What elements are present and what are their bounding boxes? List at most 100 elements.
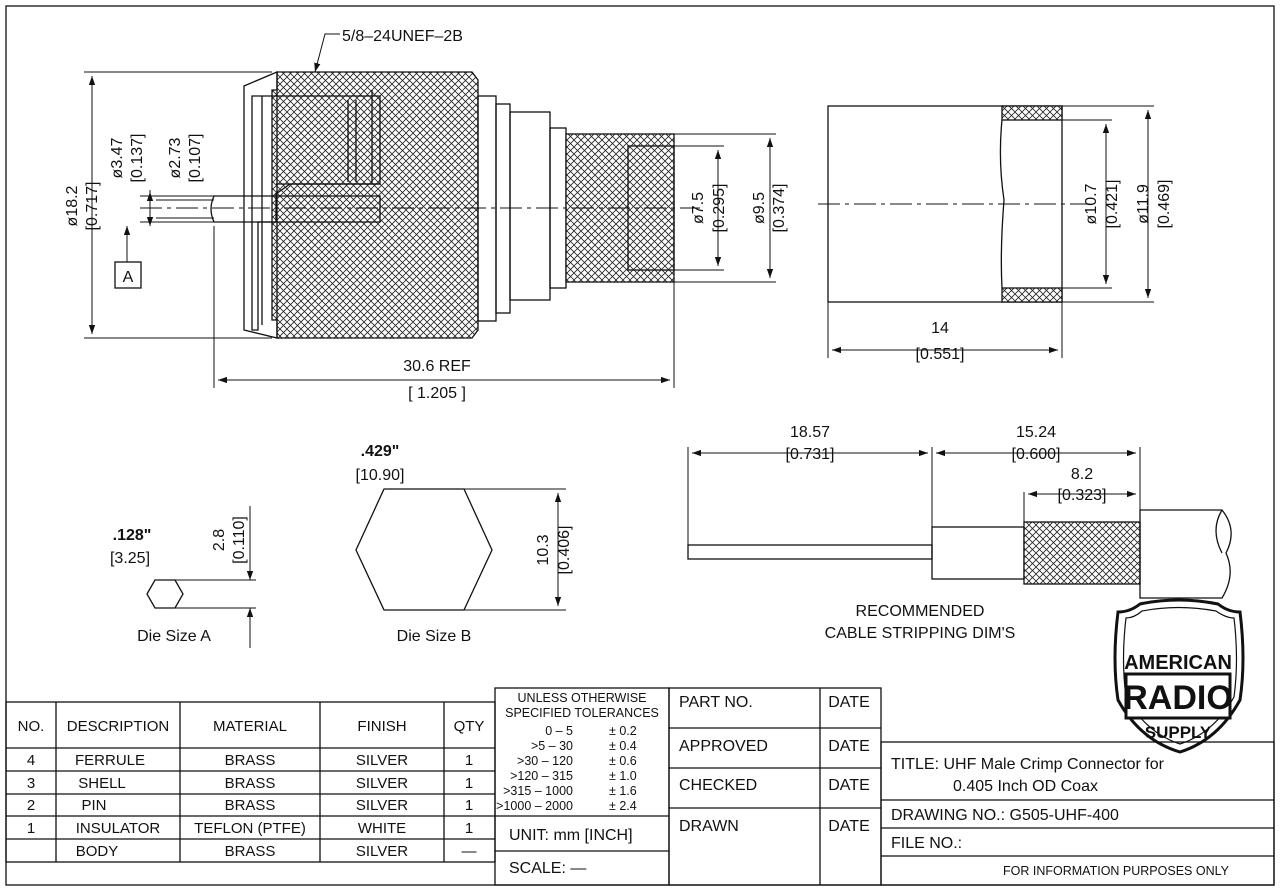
svg-text:Die Size B: Die Size B	[397, 628, 472, 645]
svg-text:[0.731]: [0.731]	[786, 446, 835, 463]
svg-text:BRASS: BRASS	[225, 775, 276, 792]
svg-text:SCALE: —: SCALE: —	[509, 860, 586, 877]
thread-callout-label: 5/8–24UNEF–2B	[342, 28, 463, 45]
svg-text:SILVER: SILVER	[356, 797, 408, 814]
svg-text:[0.295]: [0.295]	[711, 184, 728, 233]
svg-text:>120 – 315: >120 – 315	[510, 769, 573, 783]
svg-text:18.57: 18.57	[790, 424, 830, 441]
svg-text:SILVER: SILVER	[356, 775, 408, 792]
file-number: FILE NO.:	[891, 835, 962, 852]
svg-text:PIN: PIN	[81, 797, 106, 814]
thread-callout: 5/8–24UNEF–2B	[314, 28, 463, 73]
bom-header-no: NO.	[18, 718, 45, 735]
svg-text:SILVER: SILVER	[356, 752, 408, 769]
bom-header-qty: QTY	[454, 718, 485, 735]
ferrule-detail: ø10.7 [0.421] ø11.9 [0.469] 14 [0.551]	[818, 105, 1173, 363]
svg-text:15.24: 15.24	[1016, 424, 1056, 441]
svg-text:RECOMMENDED: RECOMMENDED	[856, 603, 985, 620]
svg-text:—: —	[462, 843, 477, 860]
title-block: TITLE: UHF Male Crimp Connector for 0.40…	[880, 741, 1275, 886]
datum-a: A	[114, 226, 142, 289]
svg-text:± 1.0: ± 1.0	[609, 769, 637, 783]
bom-header-description: DESCRIPTION	[67, 718, 170, 735]
svg-text:10.3: 10.3	[535, 534, 552, 565]
svg-text:INSULATOR: INSULATOR	[76, 820, 161, 837]
svg-text:2: 2	[27, 797, 35, 814]
svg-text:UNIT: mm [INCH]: UNIT: mm [INCH]	[509, 827, 633, 844]
svg-text:± 2.4: ± 2.4	[609, 799, 637, 813]
american-radio-supply-logo: AMERICAN RADIO SUPPLY	[1113, 598, 1245, 754]
svg-text:.128": .128"	[113, 527, 152, 544]
svg-text:DATE: DATE	[828, 738, 869, 755]
svg-text:A: A	[123, 269, 134, 286]
svg-text:[0.551]: [0.551]	[916, 346, 965, 363]
svg-text:[0.717]: [0.717]	[84, 182, 101, 231]
svg-text:ø10.7: ø10.7	[1083, 183, 1100, 224]
table-row: 4 FERRULE BRASS SILVER 1	[27, 752, 473, 769]
svg-text:[0.110]: [0.110]	[231, 516, 248, 564]
svg-text:APPROVED: APPROVED	[679, 738, 768, 755]
die-size-a: .128" [3.25] 2.8 [0.110] Die Size A	[110, 506, 256, 648]
svg-text:3: 3	[27, 775, 35, 792]
svg-text:CHECKED: CHECKED	[679, 777, 757, 794]
connector-side-view	[140, 71, 700, 339]
dim-ferrule-bore: ø7.5 [0.295] ø9.5 [0.374]	[674, 133, 788, 283]
svg-text:ø2.73: ø2.73	[167, 137, 184, 178]
svg-text:14: 14	[931, 320, 949, 337]
svg-text:SHELL: SHELL	[78, 775, 126, 792]
svg-text:ø18.2: ø18.2	[64, 185, 81, 226]
svg-text:± 1.6: ± 1.6	[609, 784, 637, 798]
footer-note: FOR INFORMATION PURPOSES ONLY	[1003, 864, 1230, 878]
svg-text:BRASS: BRASS	[225, 752, 276, 769]
svg-text:BODY: BODY	[76, 843, 119, 860]
svg-text:ø3.47: ø3.47	[109, 137, 126, 178]
svg-text:>1000 – 2000: >1000 – 2000	[496, 799, 573, 813]
svg-text:RADIO: RADIO	[1123, 679, 1233, 717]
svg-text:Die Size A: Die Size A	[137, 628, 211, 645]
svg-text:AMERICAN: AMERICAN	[1124, 652, 1232, 674]
svg-text:ø7.5: ø7.5	[690, 192, 707, 224]
svg-text:2.8: 2.8	[211, 529, 228, 551]
svg-text:[0.374]: [0.374]	[771, 184, 788, 233]
svg-text:8.2: 8.2	[1071, 466, 1093, 483]
svg-text:BRASS: BRASS	[225, 843, 276, 860]
svg-text:[3.25]: [3.25]	[110, 550, 150, 567]
signoff-block: PART NO. DATE APPROVED DATE CHECKED DATE…	[668, 687, 882, 886]
svg-text:>315 – 1000: >315 – 1000	[503, 784, 573, 798]
svg-text:0 – 5: 0 – 5	[545, 724, 573, 738]
svg-text:SILVER: SILVER	[356, 843, 408, 860]
svg-text:1: 1	[465, 775, 473, 792]
svg-text:ø9.5: ø9.5	[751, 192, 768, 224]
svg-text:PART NO.: PART NO.	[679, 694, 753, 711]
drawing-title: TITLE: UHF Male Crimp Connector for	[891, 756, 1165, 773]
svg-text:[0.323]: [0.323]	[1058, 487, 1107, 504]
die-size-b: .429" [10.90] 10.3 [0.406] Die Size B	[355, 443, 573, 645]
svg-text:>5 – 30: >5 – 30	[531, 739, 573, 753]
cable-stripping-view: 18.57 [0.731] 15.24 [0.600] 8.2 [0.323] …	[687, 424, 1232, 642]
drawing-title-line2: 0.405 Inch OD Coax	[953, 778, 1098, 795]
svg-text:WHITE: WHITE	[358, 820, 406, 837]
svg-text:[0.137]: [0.137]	[129, 134, 146, 183]
svg-text:[0.421]: [0.421]	[1104, 180, 1121, 229]
svg-text:TEFLON (PTFE): TEFLON (PTFE)	[194, 820, 306, 837]
svg-text:DRAWN: DRAWN	[679, 818, 739, 835]
table-row: BODY BRASS SILVER —	[76, 843, 477, 860]
svg-text:SPECIFIED TOLERANCES: SPECIFIED TOLERANCES	[505, 706, 659, 720]
table-row: 2 PIN BRASS SILVER 1	[27, 797, 473, 814]
svg-text:1: 1	[465, 820, 473, 837]
tolerance-block: UNLESS OTHERWISE SPECIFIED TOLERANCES 0 …	[494, 687, 670, 886]
svg-text:[0.406]: [0.406]	[556, 526, 573, 575]
svg-text:± 0.4: ± 0.4	[609, 739, 637, 753]
svg-text:FERRULE: FERRULE	[75, 752, 145, 769]
svg-text:DATE: DATE	[828, 777, 869, 794]
svg-text:1: 1	[465, 797, 473, 814]
svg-text:ø11.9: ø11.9	[1135, 184, 1152, 224]
svg-text:[0.107]: [0.107]	[187, 134, 204, 183]
svg-text:1: 1	[27, 820, 35, 837]
dim-pin-diameters: ø3.47 [0.137] ø2.73 [0.107]	[109, 134, 214, 226]
svg-text:[0.600]: [0.600]	[1012, 446, 1061, 463]
svg-text:± 0.2: ± 0.2	[609, 724, 637, 738]
svg-text:BRASS: BRASS	[225, 797, 276, 814]
table-row: 1 INSULATOR TEFLON (PTFE) WHITE 1	[27, 820, 473, 837]
svg-text:4: 4	[27, 752, 35, 769]
